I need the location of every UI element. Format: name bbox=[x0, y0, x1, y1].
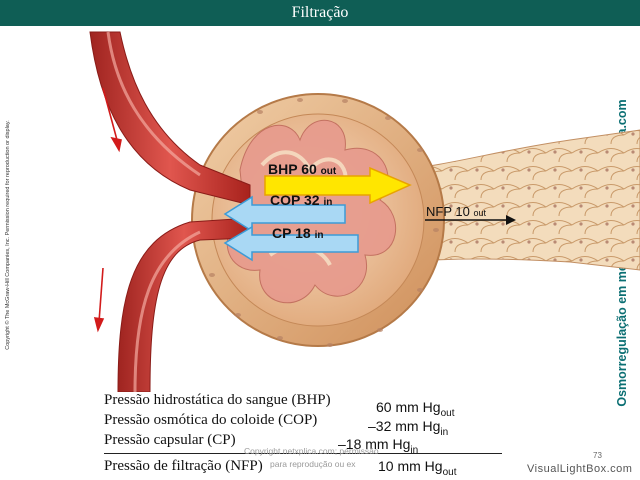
legend-value: –32 mm Hgin bbox=[368, 418, 449, 438]
nfp-label: NFP 10 out bbox=[426, 204, 486, 219]
afferent-arteriole bbox=[89, 31, 251, 206]
watermark: VisualLightBox.com bbox=[527, 463, 633, 475]
blood-flow-arrow-in bbox=[102, 87, 122, 153]
slide-title-bar: Filtração bbox=[0, 0, 640, 26]
faint-copyright-line2: para reprodução ou ex bbox=[270, 459, 356, 469]
legend-value: 60 mm Hgout bbox=[376, 399, 455, 419]
legend-row-cp: Pressão capsular (CP) –18 mm Hgin bbox=[104, 432, 514, 456]
legend-value: 10 mm Hgout bbox=[378, 458, 457, 478]
cp-label: CP 18 in bbox=[272, 225, 323, 241]
legend-row-nfp: Pressão de filtração (NFP) 10 mm Hgout bbox=[104, 458, 514, 480]
cp-arrow bbox=[223, 225, 359, 262]
legend-value: –18 mm Hgin bbox=[338, 436, 419, 456]
capsule-wall-cells bbox=[209, 98, 439, 347]
nfp-arrow bbox=[425, 215, 516, 225]
proximal-tubule bbox=[399, 129, 640, 271]
bhp-arrow bbox=[264, 166, 412, 205]
bhp-label: BHP 60 out bbox=[268, 161, 337, 177]
blood-flow-arrow-out bbox=[93, 267, 105, 333]
slide-title: Filtração bbox=[291, 4, 349, 21]
cop-arrow bbox=[223, 195, 346, 233]
legend-label: Pressão osmótica do coloide (COP) bbox=[104, 412, 318, 428]
legend-label: Pressão de filtração (NFP) bbox=[104, 458, 263, 474]
cop-label: COP 32 in bbox=[270, 192, 332, 208]
legend-label: Pressão hidrostática do sangue (BHP) bbox=[104, 392, 331, 408]
pressure-legend: Pressão hidrostática do sangue (BHP) 60 … bbox=[104, 392, 514, 480]
legend-row-cop: Pressão osmótica do coloide (COP) –32 mm… bbox=[104, 412, 514, 438]
legend-divider bbox=[104, 453, 502, 454]
page-number: 73 bbox=[593, 451, 602, 460]
legend-row-bhp: Pressão hidrostática do sangue (BHP) 60 … bbox=[104, 392, 514, 419]
faint-copyright-line1: Copyright netxplica.com; permissão bbox=[244, 446, 379, 456]
efferent-arteriole bbox=[117, 217, 251, 392]
glomerulus-diagram: BHP 60 out COP 32 in CP 18 in NFP 10 out bbox=[89, 31, 640, 392]
legend-label: Pressão capsular (CP) bbox=[104, 432, 236, 448]
